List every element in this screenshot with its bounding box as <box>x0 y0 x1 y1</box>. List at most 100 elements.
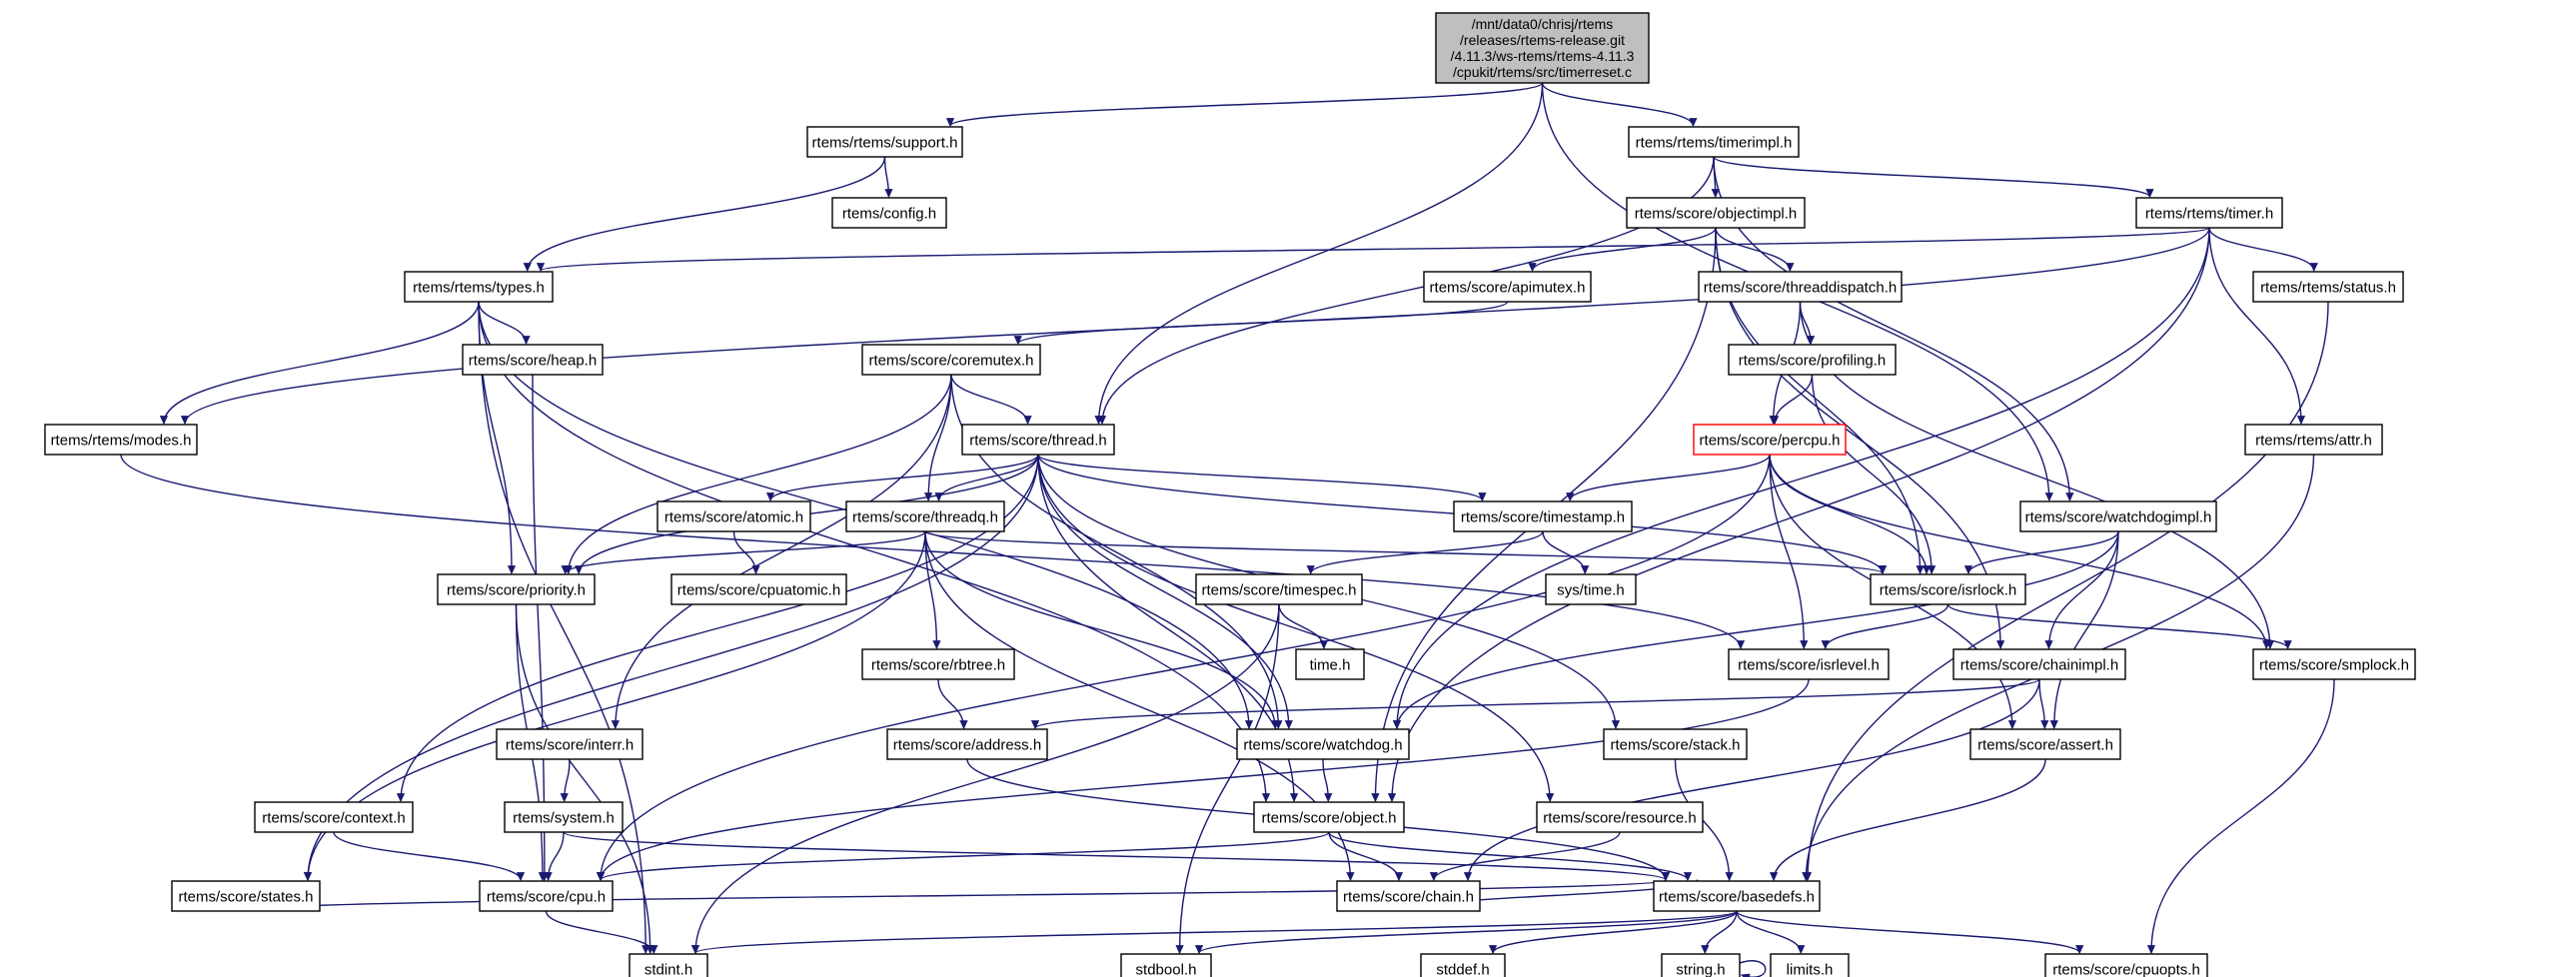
node-label: rtems/score/resource.h <box>1543 809 1696 826</box>
node-box <box>861 648 1015 680</box>
graph-node-interr[interactable]: rtems/score/interr.h <box>496 728 644 760</box>
graph-node-rbtree[interactable]: rtems/score/rbtree.h <box>861 648 1015 680</box>
graph-node-time: time.h <box>1295 648 1365 680</box>
node-box <box>479 880 614 912</box>
edge-chainimpl-chain <box>1463 678 2040 882</box>
graph-node-status[interactable]: rtems/rtems/status.h <box>2252 271 2404 303</box>
graph-node-root: /mnt/data0/chrisj/rtems/releases/rtems-r… <box>1435 12 1650 84</box>
edge-percpu-isrlevel <box>1769 454 1809 650</box>
graph-node-stddef: stddef.h <box>1420 953 1506 977</box>
graph-node-chain[interactable]: rtems/score/chain.h <box>1336 880 1481 912</box>
graph-node-timespec[interactable]: rtems/score/timespec.h <box>1195 573 1363 605</box>
node-box <box>1952 648 2126 680</box>
graph-node-context[interactable]: rtems/score/context.h <box>254 801 414 833</box>
edge-coremutex-threadq <box>924 374 952 502</box>
graph-node-system[interactable]: rtems/system.h <box>504 801 624 833</box>
node-box <box>845 500 1005 532</box>
graph-node-priority[interactable]: rtems/score/priority.h <box>437 573 596 605</box>
graph-node-attr[interactable]: rtems/rtems/attr.h <box>2244 424 2383 456</box>
graph-node-support[interactable]: rtems/rtems/support.h <box>806 126 963 158</box>
node-box <box>1698 271 1903 303</box>
edge-timer-watchdog <box>1392 227 2210 730</box>
node-box <box>1545 573 1637 605</box>
graph-node-modes[interactable]: rtems/rtems/modes.h <box>44 424 198 456</box>
edge-root-support <box>946 82 1544 128</box>
graph-node-cpu[interactable]: rtems/score/cpu.h <box>479 880 614 912</box>
edge-watchdogimpl-watchdog <box>1392 530 2119 730</box>
graph-node-object[interactable]: rtems/score/object.h <box>1253 801 1405 833</box>
node-label: rtems/score/priority.h <box>447 581 586 598</box>
graph-node-basedefs[interactable]: rtems/score/basedefs.h <box>1653 880 1821 912</box>
graph-node-assert[interactable]: rtems/score/assert.h <box>1969 728 2121 760</box>
edge-basedefs-stddef <box>1488 910 1738 955</box>
graph-node-threaddispatch[interactable]: rtems/score/threaddispatch.h <box>1698 271 1903 303</box>
node-label: rtems/score/atomic.h <box>664 508 803 525</box>
edge-status-basedefs <box>1803 301 2329 882</box>
node-box <box>1728 648 1890 680</box>
node-label: sys/time.h <box>1557 581 1625 598</box>
node-box <box>496 728 644 760</box>
graph-node-stack[interactable]: rtems/score/stack.h <box>1603 728 1748 760</box>
graph-node-threadq[interactable]: rtems/score/threadq.h <box>845 500 1005 532</box>
node-box <box>861 344 1041 376</box>
node-label: time.h <box>1310 656 1351 673</box>
graph-node-apimutex[interactable]: rtems/score/apimutex.h <box>1423 271 1592 303</box>
graph-node-heap[interactable]: rtems/score/heap.h <box>462 344 604 376</box>
graph-node-isrlock[interactable]: rtems/score/isrlock.h <box>1870 573 2026 605</box>
graph-node-smplock[interactable]: rtems/score/smplock.h <box>2252 648 2416 680</box>
node-box <box>504 801 624 833</box>
edge-objectimpl-apimutex <box>1528 227 1717 273</box>
node-label: rtems/config.h <box>842 205 936 222</box>
graph-node-watchdogimpl[interactable]: rtems/score/watchdogimpl.h <box>2019 500 2217 532</box>
node-label: rtems/score/apimutex.h <box>1430 279 1586 296</box>
graph-node-timestamp[interactable]: rtems/score/timestamp.h <box>1453 500 1633 532</box>
graph-node-timerimpl[interactable]: rtems/rtems/timerimpl.h <box>1628 126 1800 158</box>
graph-node-cpuopts[interactable]: rtems/score/cpuopts.h <box>2044 953 2208 977</box>
graph-node-isrlevel[interactable]: rtems/score/isrlevel.h <box>1728 648 1890 680</box>
graph-node-states[interactable]: rtems/score/states.h <box>171 880 321 912</box>
graph-node-chainimpl[interactable]: rtems/score/chainimpl.h <box>1952 648 2126 680</box>
graph-node-systime: sys/time.h <box>1545 573 1637 605</box>
edge-types-heap <box>478 301 531 346</box>
graph-node-coremutex[interactable]: rtems/score/coremutex.h <box>861 344 1041 376</box>
edge-types-stdint <box>478 301 650 955</box>
edge-thread-watchdog <box>1037 454 1293 730</box>
edge-thread-timestamp <box>1037 454 1487 502</box>
node-label: rtems/score/chainimpl.h <box>1960 656 2118 673</box>
graph-node-watchdog[interactable]: rtems/score/watchdog.h <box>1236 728 1410 760</box>
graph-node-atomic[interactable]: rtems/score/atomic.h <box>656 500 811 532</box>
node-label: rtems/score/threaddispatch.h <box>1704 279 1897 296</box>
edge-timestamp-timespec <box>1306 530 1544 575</box>
graph-node-cpuatomic[interactable]: rtems/score/cpuatomic.h <box>670 573 847 605</box>
graph-node-types[interactable]: rtems/rtems/types.h <box>404 271 554 303</box>
node-box <box>1423 271 1592 303</box>
node-label: limits.h <box>1787 961 1834 977</box>
edge-system-basedefs <box>563 831 1670 882</box>
graph-node-percpu[interactable]: rtems/score/percpu.h <box>1693 424 1847 456</box>
graph-node-profiling[interactable]: rtems/score/profiling.h <box>1728 344 1897 376</box>
edge-coremutex-priority <box>564 374 952 575</box>
node-box <box>2244 424 2383 456</box>
graph-node-objectimpl[interactable]: rtems/score/objectimpl.h <box>1626 197 1806 229</box>
edge-timer-status <box>2208 227 2318 273</box>
edge-support-types <box>523 156 886 273</box>
node-box <box>1420 953 1506 977</box>
edge-object-cpu <box>597 831 1330 882</box>
graph-node-resource[interactable]: rtems/score/resource.h <box>1536 801 1704 833</box>
node-box <box>1770 953 1850 977</box>
graph-node-address[interactable]: rtems/score/address.h <box>886 728 1048 760</box>
node-box <box>1653 880 1821 912</box>
node-label: rtems/score/rbtree.h <box>871 656 1005 673</box>
edges-layer <box>120 82 2335 977</box>
node-label: rtems/score/cpu.h <box>487 888 606 905</box>
graph-node-config[interactable]: rtems/config.h <box>831 197 947 229</box>
node-label: rtems/score/timespec.h <box>1201 581 1356 598</box>
node-label: rtems/rtems/timer.h <box>2145 205 2273 222</box>
graph-node-thread[interactable]: rtems/score/thread.h <box>961 424 1115 456</box>
node-box <box>670 573 847 605</box>
edge-context-cpu <box>333 831 526 882</box>
graph-node-timer[interactable]: rtems/rtems/timer.h <box>2135 197 2283 229</box>
edge-thread-threadq <box>934 454 1039 502</box>
node-label: rtems/score/watchdogimpl.h <box>2025 508 2212 525</box>
